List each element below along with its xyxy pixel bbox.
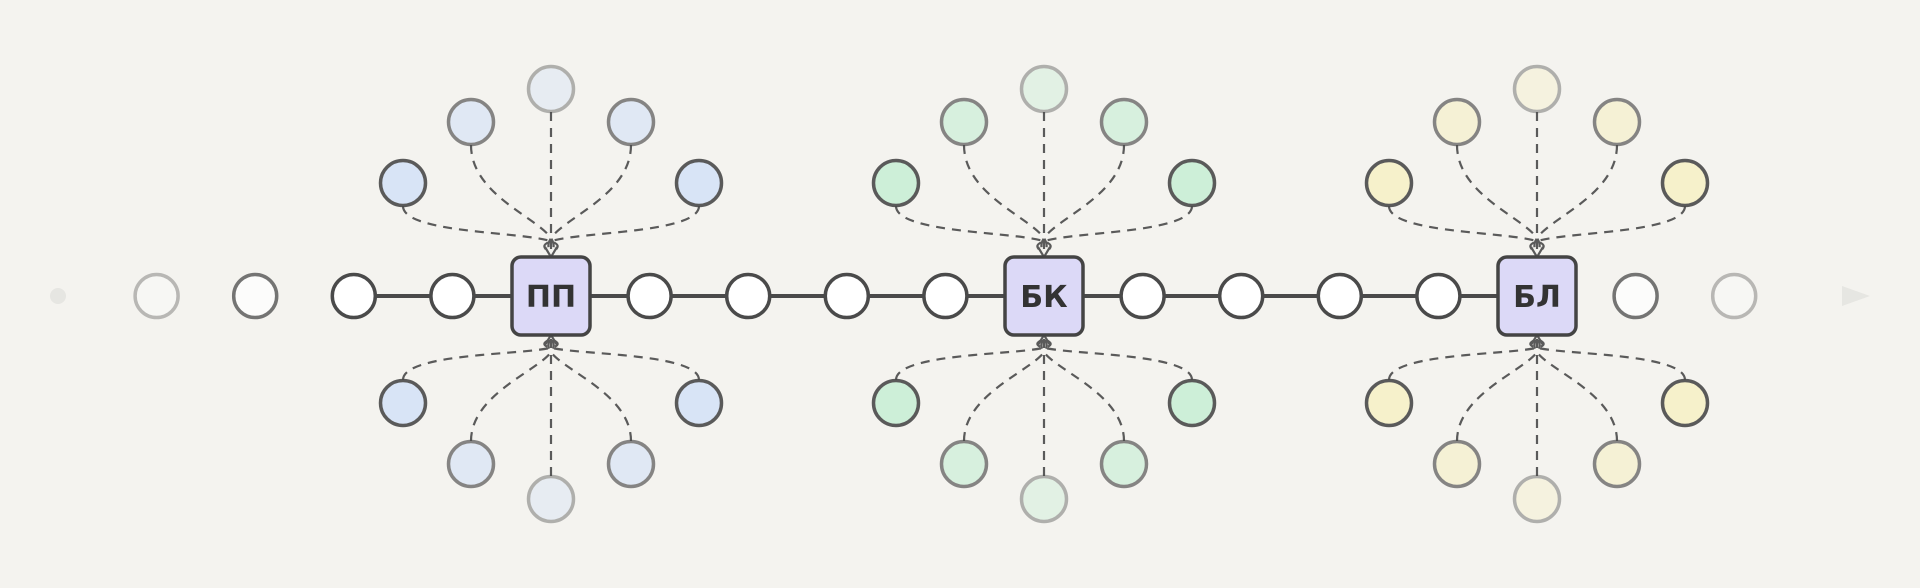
dashed-connector [401,205,559,254]
satellite-node [1512,64,1562,114]
timeline-node [1415,272,1462,320]
dashed-connector [1533,144,1619,254]
satellite-node [1019,474,1069,524]
satellite-node [1167,378,1217,428]
satellite-node [871,378,921,428]
axis-arrow-icon [1842,286,1870,306]
satellite-node [871,158,921,208]
satellite-node [1167,158,1217,208]
hub-node: ПП [510,255,592,337]
dashed-connector [469,338,555,442]
dashed-connector [1387,337,1545,381]
satellite-node [939,439,989,489]
dashed-connector [1040,144,1126,254]
satellite-node [378,158,428,208]
timeline-node [922,272,969,320]
dashed-connector [894,337,1052,381]
satellite-node [446,97,496,147]
timeline-node [1217,272,1265,320]
satellite-node [1660,158,1710,208]
dashed-connector [1529,205,1687,254]
satellite-node [446,439,496,489]
timeline-node [626,272,673,320]
dashed-connector [1455,144,1541,254]
dashed-connector [469,144,555,254]
satellite-node [1364,158,1414,208]
satellite-node [606,439,656,489]
satellite-node [674,378,724,428]
timeline-node [1710,272,1758,320]
timeline-node [1612,272,1659,320]
satellite-node [1019,64,1069,114]
dashed-connector [1529,337,1687,381]
hub-label: ПП [526,280,576,315]
timeline-nodes [133,272,1758,320]
dashed-connector [1533,338,1619,442]
dashed-connector [543,337,701,381]
dashed-connector [962,338,1048,442]
dashed-connector [547,338,633,442]
timeline-node [1316,272,1364,320]
satellite-node [939,97,989,147]
timeline-node [429,272,476,320]
hub-box [1496,255,1578,337]
hub-box [510,255,592,337]
dashed-connector [401,337,559,381]
timeline-node [1119,272,1166,320]
hub-nodes: ПП БК БЛ [510,255,1578,337]
hub-node: БК [1003,255,1085,337]
timeline-node [133,272,180,320]
dashed-connectors [401,112,1687,476]
dashed-connector [547,144,633,254]
dashed-connector [543,205,701,254]
satellite-node [606,97,656,147]
timeline-node [724,272,772,320]
satellite-node [1364,378,1414,428]
dashed-connector [1036,205,1194,254]
axis-start-dot [50,288,66,304]
dashed-connector [1387,205,1545,254]
hub-box [1003,255,1085,337]
satellite-node [526,64,576,114]
satellite-node [1099,439,1149,489]
satellite-node [1660,378,1710,428]
satellite-nodes [378,64,1710,524]
dashed-connector [1040,338,1126,442]
timeline-node [231,272,279,320]
dashed-connector [894,205,1052,254]
satellite-node [1432,97,1482,147]
dashed-connector [1036,337,1194,381]
dashed-connector [1455,338,1541,442]
satellite-node [1592,439,1642,489]
satellite-node [526,474,576,524]
timeline-node [823,272,871,320]
satellite-node [1432,439,1482,489]
dashed-connector [962,144,1048,254]
satellite-node [1512,474,1562,524]
timeline-node [330,272,378,320]
hub-label: БЛ [1513,280,1561,315]
satellite-node [378,378,428,428]
satellite-node [1099,97,1149,147]
satellite-node [674,158,724,208]
hub-label: БК [1020,280,1068,315]
hub-node: БЛ [1496,255,1578,337]
satellite-node [1592,97,1642,147]
